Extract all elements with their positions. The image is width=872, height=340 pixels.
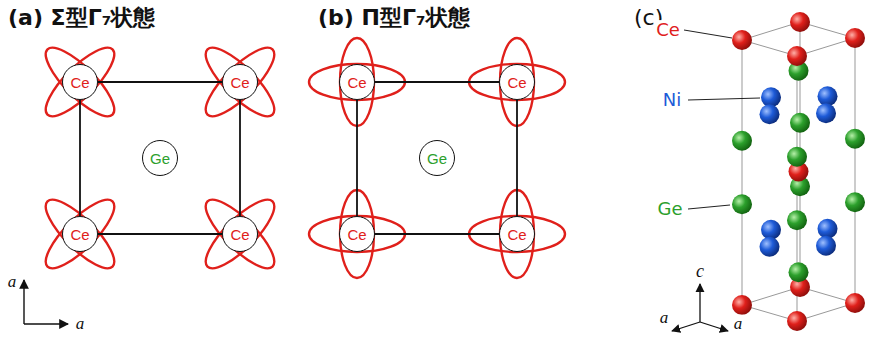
ce-atom-circle: Ce (62, 64, 98, 100)
lattice-line (239, 100, 241, 216)
atom-ball (845, 28, 865, 48)
lattice-line (98, 81, 222, 83)
lattice-line (79, 100, 81, 216)
panel-title: (b) Π型Γ₇状態 (318, 6, 470, 30)
axis-label: a (7, 273, 18, 292)
atom-ball (732, 194, 752, 214)
ge-atom-circle: Ge (142, 140, 178, 176)
atom-ball (790, 113, 810, 133)
atom-ball (816, 236, 836, 256)
atom-ball (760, 104, 780, 124)
atom-symbol: Ce (70, 227, 89, 242)
atom-symbol: Ce (507, 227, 526, 242)
crystal-cell (732, 12, 865, 331)
atom-ball (790, 12, 810, 32)
axis-label: a (659, 309, 670, 328)
atom-symbol: Ge (427, 151, 447, 166)
atom-symbol: Ce (507, 75, 526, 90)
ce-atom-circle: Ce (222, 64, 258, 100)
atom-ball (732, 295, 752, 315)
ce-atom-circle: Ce (62, 216, 98, 252)
atom-ball (760, 237, 780, 257)
panel-title: (a) Σ型Γ₇状態 (8, 6, 155, 30)
cell-edge (742, 40, 743, 305)
lattice-line (375, 81, 499, 83)
axis-arrows (672, 284, 728, 331)
atom-ball (816, 103, 836, 123)
atom-label: Ni (662, 90, 682, 110)
ce-atom-circle: Ce (222, 216, 258, 252)
atom-symbol: Ce (230, 227, 249, 242)
lattice-line (375, 233, 499, 235)
atom-ball (732, 30, 752, 50)
atom-ball (761, 87, 781, 107)
orbital-lobes (37, 38, 565, 278)
ce-atom-circle: Ce (499, 216, 535, 252)
leader-lines (684, 30, 760, 209)
lattice-line (516, 100, 518, 216)
atom-ball (787, 46, 807, 66)
atom-ball (845, 192, 865, 212)
atom-ball (787, 311, 807, 331)
atom-label: Ce (655, 20, 681, 40)
atom-ball (845, 293, 865, 313)
cell-edge (855, 38, 856, 303)
atom-ball (818, 219, 838, 239)
axis-label: a (733, 315, 744, 334)
atom-symbol: Ce (230, 75, 249, 90)
atom-ball (732, 131, 752, 151)
atom-symbol: Ge (150, 151, 170, 166)
ce-atom-circle: Ce (339, 64, 375, 100)
ce-atom-circle: Ce (499, 64, 535, 100)
atom-ball (787, 147, 807, 167)
atom-label: Ge (656, 199, 683, 219)
atom-ball (761, 220, 781, 240)
atom-ball (818, 86, 838, 106)
axis-label: a (75, 315, 86, 334)
ge-atom-circle: Ge (419, 140, 455, 176)
lattice-line (98, 233, 222, 235)
atom-ball (789, 262, 809, 282)
atom-symbol: Ce (347, 75, 366, 90)
atom-symbol: Ce (70, 75, 89, 90)
lattice-line (356, 100, 358, 216)
axis-label: c (695, 262, 705, 282)
ce-atom-circle: Ce (339, 216, 375, 252)
atom-ball (787, 210, 807, 230)
atom-symbol: Ce (347, 227, 366, 242)
atom-ball (845, 129, 865, 149)
axis-arrows (24, 280, 68, 324)
